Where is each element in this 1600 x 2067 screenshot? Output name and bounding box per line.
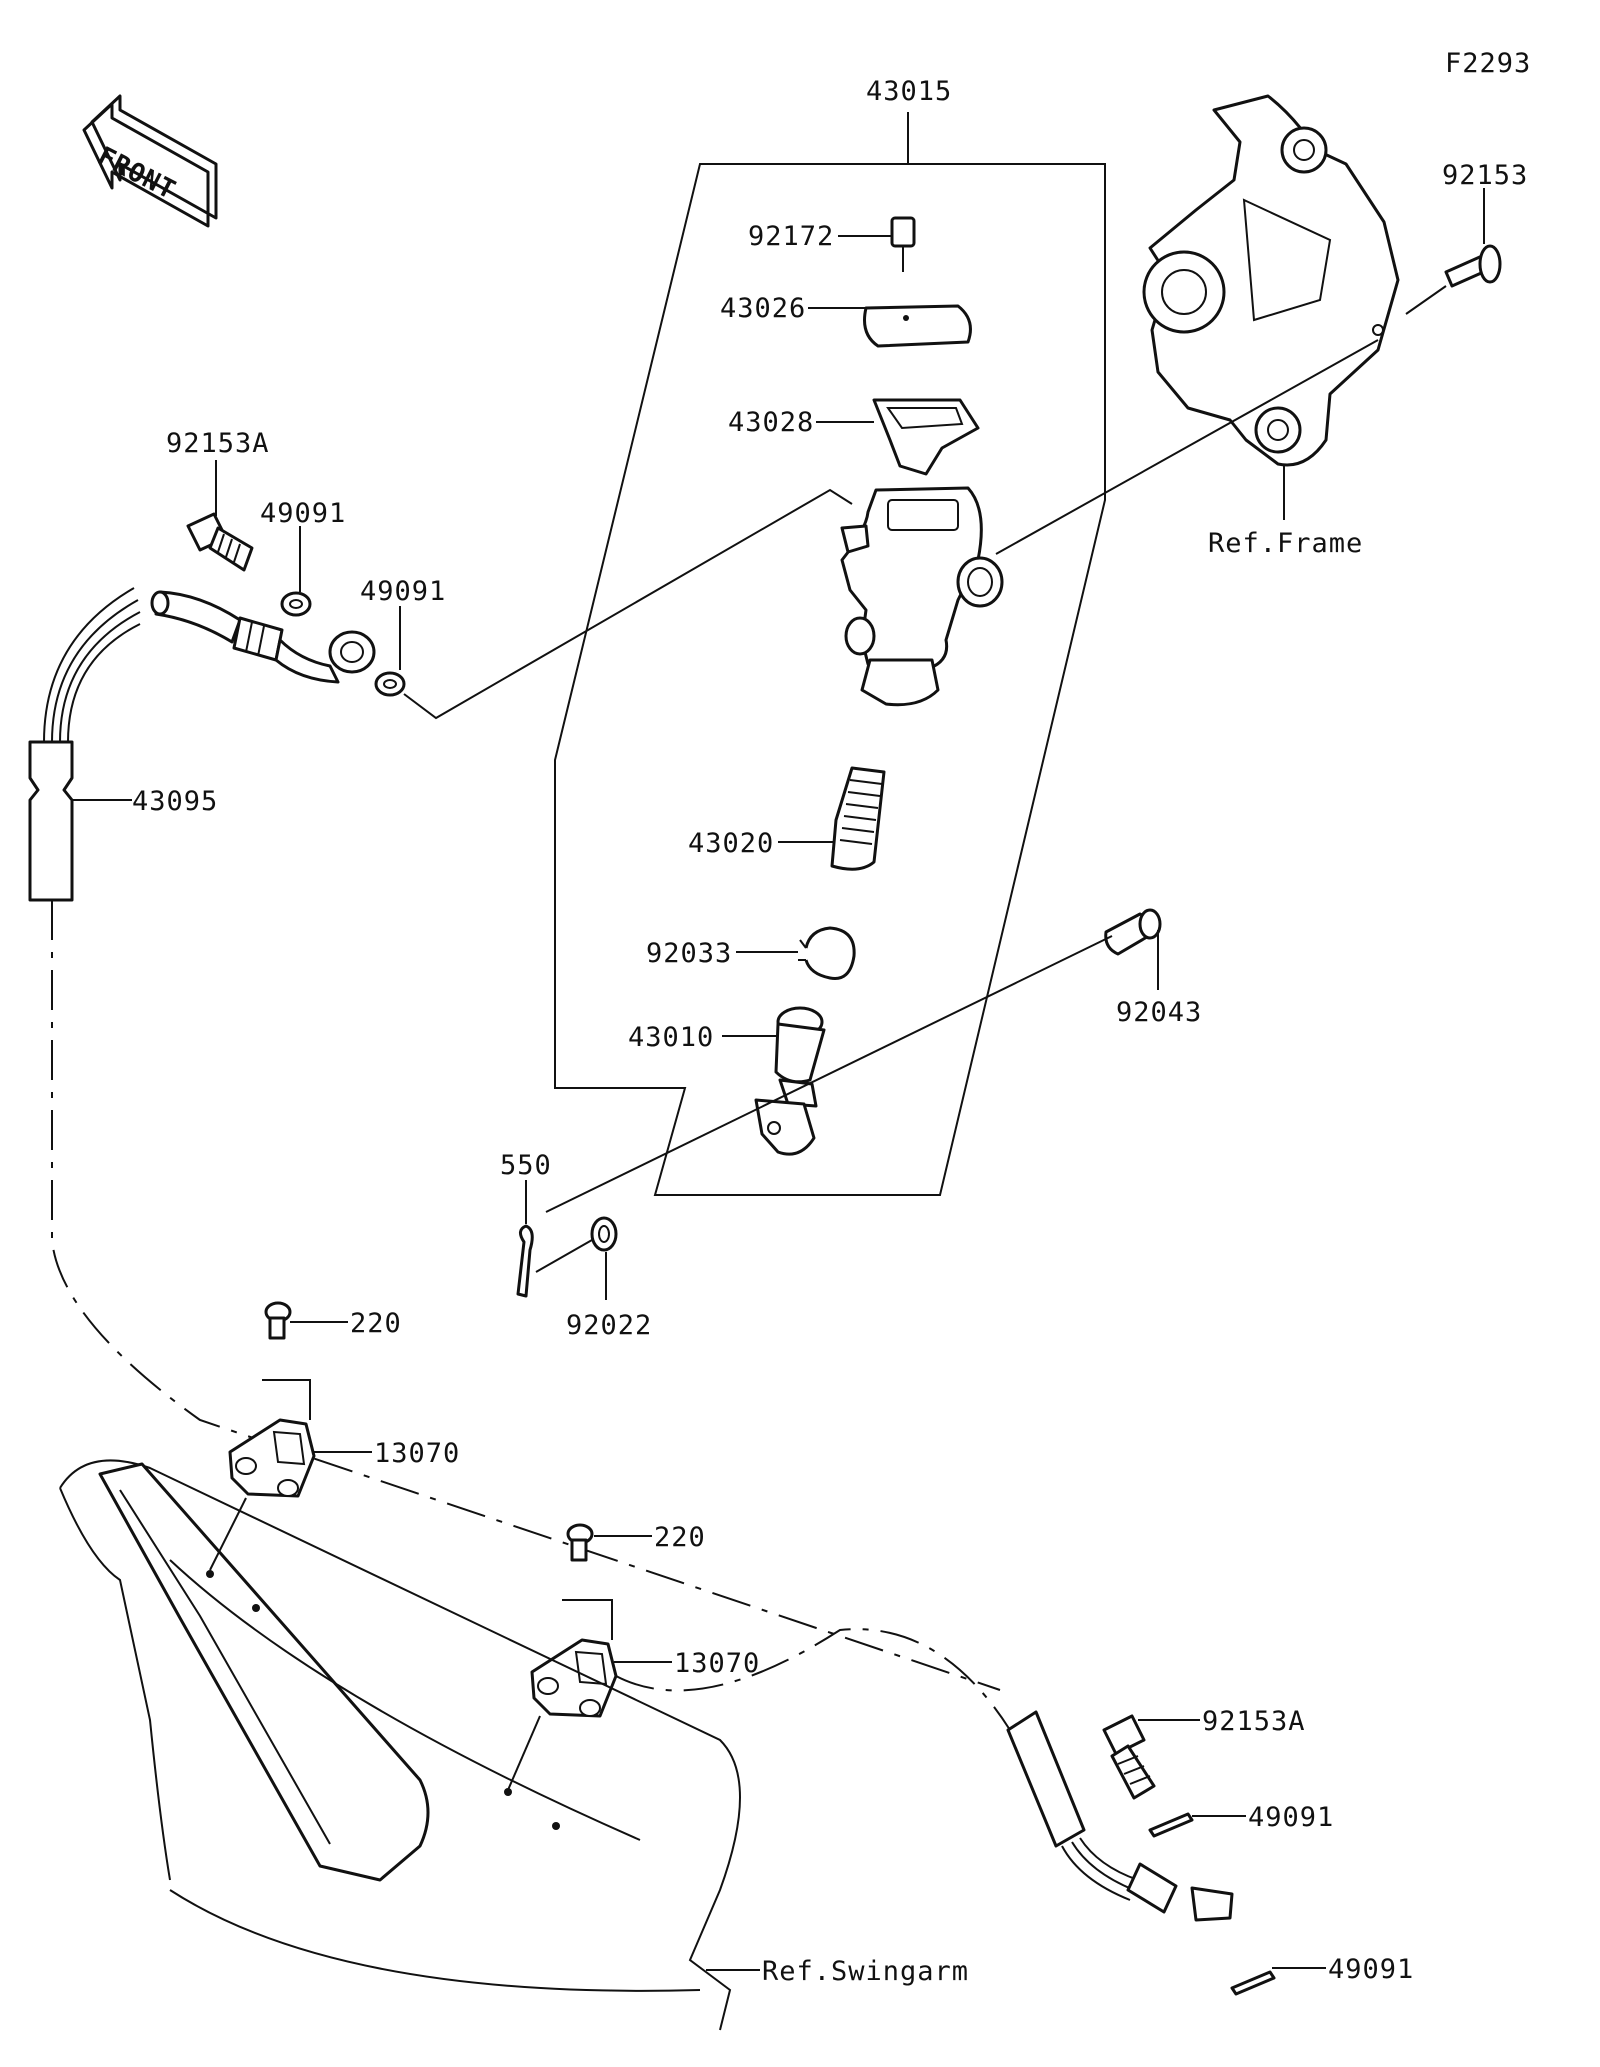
label-ref-frame: Ref.Frame xyxy=(1208,528,1363,559)
diaphragm-43028 xyxy=(872,398,980,476)
label-43015: 43015 xyxy=(866,76,952,107)
label-49091-c: 49091 xyxy=(1248,1802,1334,1833)
washer-92022 xyxy=(590,1216,618,1252)
clamp-13070-a xyxy=(228,1379,316,1498)
bolt-92172 xyxy=(890,216,916,272)
washer-49091-b xyxy=(374,671,406,697)
cap-43026 xyxy=(863,304,972,348)
label-43020: 43020 xyxy=(688,828,774,859)
frame-mount-line xyxy=(995,339,1379,555)
label-ref-swingarm: Ref.Swingarm xyxy=(762,1956,969,1987)
cotter-pin-550 xyxy=(516,1224,534,1298)
label-43010: 43010 xyxy=(628,1022,714,1053)
label-13070-b: 13070 xyxy=(674,1648,760,1679)
brake-hose-43095 xyxy=(28,587,1001,1691)
banjo-bolt-92153A-top xyxy=(186,512,254,572)
label-92033: 92033 xyxy=(646,938,732,969)
circlip-92033 xyxy=(798,926,856,981)
front-arrow-icon: FRONT xyxy=(82,94,218,228)
label-92172: 92172 xyxy=(748,221,834,252)
washer-49091-a xyxy=(280,591,312,617)
label-220-b: 220 xyxy=(654,1522,706,1553)
label-49091-d: 49091 xyxy=(1328,1954,1414,1985)
frame-bracket xyxy=(1142,94,1400,467)
label-92153A-bottom: 92153A xyxy=(1202,1706,1306,1737)
label-43028: 43028 xyxy=(728,407,814,438)
master-cylinder-body xyxy=(840,486,1004,707)
label-43026: 43026 xyxy=(720,293,806,324)
hose-to-cylinder-line xyxy=(403,488,853,720)
piston-43010 xyxy=(754,1006,826,1156)
washer-49091-c xyxy=(1148,1812,1194,1838)
bolt-92153 xyxy=(1444,244,1502,288)
label-550: 550 xyxy=(500,1150,552,1181)
pin-line-550 xyxy=(535,1239,593,1273)
label-49091-a: 49091 xyxy=(260,498,346,529)
label-13070-a: 13070 xyxy=(374,1438,460,1469)
label-49091-b: 49091 xyxy=(360,576,446,607)
spring-43020 xyxy=(830,766,886,871)
label-92153: 92153 xyxy=(1442,160,1528,191)
washer-49091-d xyxy=(1230,1970,1276,1996)
hose-lower-run xyxy=(615,1628,1234,1922)
screw-220-a xyxy=(264,1301,292,1340)
clamp-13070-b xyxy=(530,1599,618,1718)
pin-92043 xyxy=(1104,908,1162,956)
swingarm-body xyxy=(59,1459,741,2031)
bolt-line-92153 xyxy=(1405,285,1447,315)
pin-line-92043 xyxy=(545,935,1113,1213)
label-43095: 43095 xyxy=(132,786,218,817)
label-92022: 92022 xyxy=(566,1310,652,1341)
screw-220-b xyxy=(566,1523,594,1562)
assembly-outline-43015 xyxy=(554,112,1106,1196)
figure-code: F2293 xyxy=(1445,48,1531,79)
hose-fitting-upper xyxy=(150,590,376,684)
banjo-bolt-92153A-bottom xyxy=(1102,1714,1156,1800)
label-92153A-top: 92153A xyxy=(166,428,270,459)
label-220-a: 220 xyxy=(350,1308,402,1339)
label-92043: 92043 xyxy=(1116,997,1202,1028)
